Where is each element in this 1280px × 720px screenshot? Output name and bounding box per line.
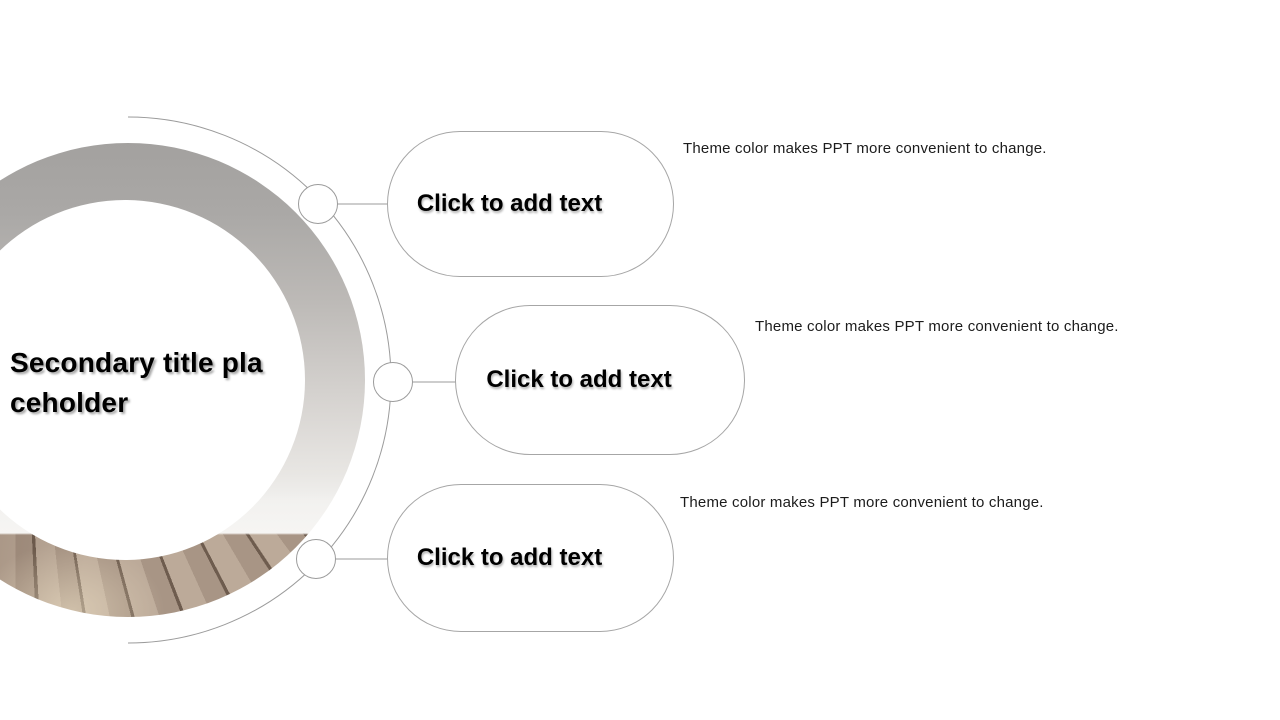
text-placeholder-pill-1[interactable]: Click to add text [387, 131, 674, 277]
title-line-2: ceholder [10, 387, 129, 418]
connector-node-circle-3 [296, 539, 336, 579]
secondary-title-placeholder[interactable]: Secondary title pla ceholder [10, 343, 320, 423]
connector-node-circle-1 [298, 184, 338, 224]
ring-center-disc [0, 200, 305, 560]
text-placeholder-pill-3[interactable]: Click to add text [387, 484, 674, 632]
title-line-1: Secondary title pla [10, 347, 263, 378]
item-note-2: Theme color makes PPT more convenient to… [755, 318, 1119, 335]
text-placeholder-pill-2[interactable]: Click to add text [455, 305, 745, 455]
item-note-1: Theme color makes PPT more convenient to… [683, 140, 1047, 157]
connector-node-circle-2 [373, 362, 413, 402]
item-note-3: Theme color makes PPT more convenient to… [680, 494, 1044, 511]
theme-arc [127, 116, 392, 644]
